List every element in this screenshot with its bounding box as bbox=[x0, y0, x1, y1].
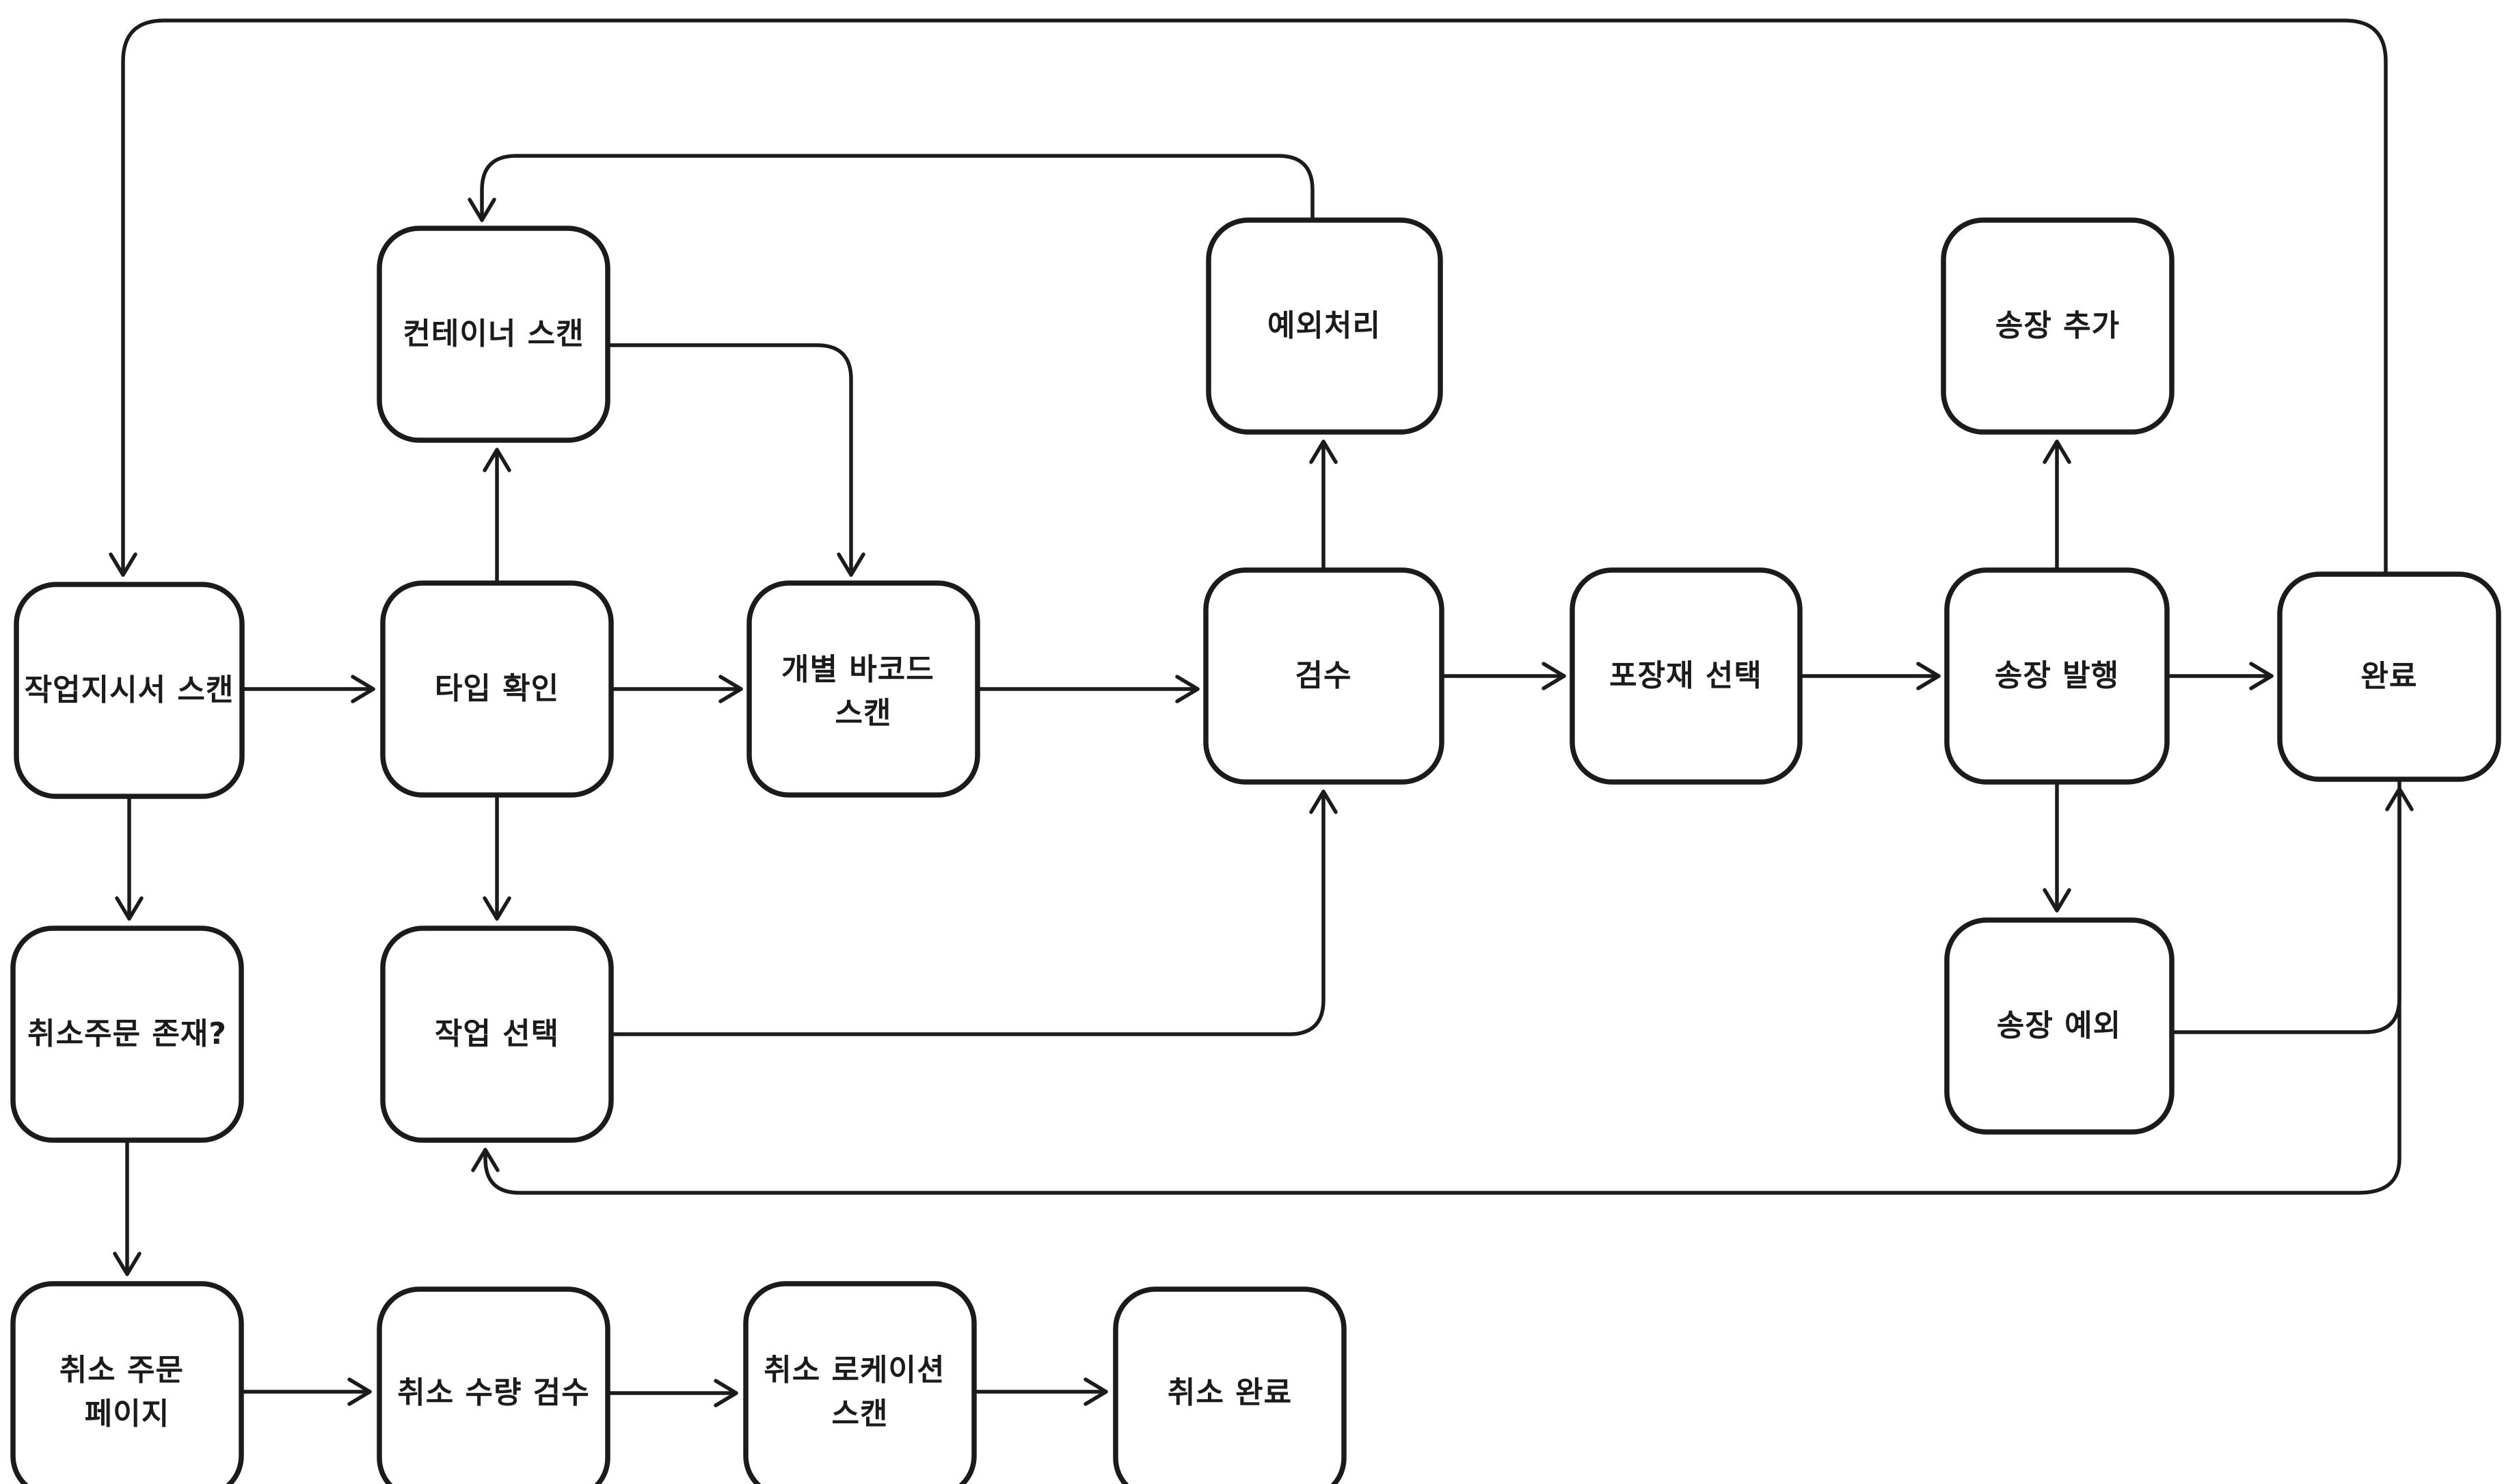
node-packaging-select-label: 포장재 선택 bbox=[1609, 658, 1762, 693]
node-type-check[interactable]: 타입 확인 bbox=[380, 580, 614, 798]
node-cancel-order-exists-box[interactable] bbox=[10, 926, 244, 1143]
node-barcode-scan[interactable]: 개별 바코드 스캔 bbox=[746, 580, 980, 798]
node-complete-label: 완료 bbox=[2361, 659, 2418, 694]
node-invoice-add-box[interactable] bbox=[1941, 217, 2175, 435]
node-cancel-order-page-label: 취소 주문 페이지 bbox=[59, 1353, 196, 1431]
edge-exception-to-container-scan bbox=[468, 154, 1315, 222]
node-work-select-label: 작업 선택 bbox=[435, 1016, 559, 1051]
node-packaging-select[interactable]: 포장재 선택 bbox=[1570, 567, 1803, 785]
node-invoice-exception-label: 송장 예외 bbox=[1997, 1008, 2121, 1043]
node-exception[interactable]: 예외처리 bbox=[1206, 217, 1443, 435]
node-cancel-complete-box[interactable] bbox=[1113, 1286, 1347, 1484]
node-barcode-scan-label: 개별 바코드 스캔 bbox=[781, 652, 945, 731]
node-work-select[interactable]: 작업 선택 bbox=[380, 926, 614, 1143]
edges-layer bbox=[109, 18, 2414, 1407]
node-invoice-exception-box[interactable] bbox=[1944, 917, 2175, 1135]
node-cancel-location-scan-label-line2: 스캔 bbox=[832, 1397, 889, 1431]
node-cancel-location-scan-label: 취소 로케이션 스캔 bbox=[764, 1353, 956, 1431]
node-packaging-select-box[interactable] bbox=[1570, 567, 1803, 785]
node-cancel-qty-inspection[interactable]: 취소 수량 검수 bbox=[377, 1286, 610, 1484]
edge-complete-to-work-select bbox=[471, 780, 2401, 1195]
node-barcode-scan-label-line2: 스캔 bbox=[835, 696, 892, 731]
node-complete[interactable]: 완료 bbox=[2277, 571, 2501, 782]
node-inspection-box[interactable] bbox=[1203, 567, 1444, 785]
edge-container-scan-to-barcode-scan bbox=[606, 343, 865, 577]
node-cancel-order-page[interactable]: 취소 주문 페이지 bbox=[10, 1281, 244, 1484]
node-work-order-scan[interactable]: 작업지시서 스캔 bbox=[14, 582, 245, 799]
node-cancel-qty-inspection-label: 취소 수량 검수 bbox=[397, 1375, 590, 1410]
edge-work-select-to-inspection bbox=[609, 790, 1338, 1036]
node-exception-label: 예외처리 bbox=[1267, 308, 1381, 343]
node-work-select-box[interactable] bbox=[380, 926, 614, 1143]
edge-invoice-exception-to-complete bbox=[2170, 787, 2414, 1034]
node-cancel-location-scan-label-line1: 취소 로케이션 bbox=[764, 1353, 945, 1388]
node-cancel-order-exists[interactable]: 취소주문 존재? bbox=[10, 926, 244, 1143]
edge-complete-to-work-order-scan bbox=[109, 18, 2388, 577]
node-invoice-issue-box[interactable] bbox=[1944, 567, 2170, 785]
nodes-layer: 작업지시서 스캔 타입 확인 컨테이너 스캔 개별 바코드 스캔 검수 예외처리 bbox=[10, 217, 2501, 1484]
node-cancel-location-scan[interactable]: 취소 로케이션 스캔 bbox=[743, 1281, 977, 1484]
node-cancel-complete-label: 취소 완료 bbox=[1168, 1375, 1292, 1410]
node-work-order-scan-label: 작업지시서 스캔 bbox=[25, 673, 234, 707]
node-cancel-order-page-box[interactable] bbox=[10, 1281, 244, 1484]
node-cancel-order-page-label-line2: 페이지 bbox=[85, 1397, 170, 1431]
node-cancel-qty-inspection-box[interactable] bbox=[377, 1286, 610, 1484]
node-cancel-complete[interactable]: 취소 완료 bbox=[1113, 1286, 1347, 1484]
node-invoice-issue-label: 송장 발행 bbox=[1995, 658, 2119, 693]
node-container-scan-box[interactable] bbox=[377, 226, 610, 443]
node-container-scan[interactable]: 컨테이너 스캔 bbox=[377, 226, 610, 443]
node-cancel-order-exists-label: 취소주문 존재? bbox=[27, 1016, 227, 1051]
node-exception-box[interactable] bbox=[1206, 217, 1443, 435]
node-cancel-location-scan-box[interactable] bbox=[743, 1281, 977, 1484]
node-type-check-label: 타입 확인 bbox=[435, 671, 559, 706]
node-barcode-scan-label-line1: 개별 바코드 bbox=[781, 652, 934, 687]
node-invoice-issue[interactable]: 송장 발행 bbox=[1944, 567, 2170, 785]
node-invoice-add[interactable]: 송장 추가 bbox=[1941, 217, 2175, 435]
node-container-scan-label: 컨테이너 스캔 bbox=[403, 316, 584, 351]
node-barcode-scan-box[interactable] bbox=[746, 580, 980, 798]
node-inspection-label: 검수 bbox=[1295, 658, 1352, 693]
node-type-check-box[interactable] bbox=[380, 580, 614, 798]
node-complete-box[interactable] bbox=[2277, 571, 2501, 782]
node-invoice-exception[interactable]: 송장 예외 bbox=[1944, 917, 2175, 1135]
node-invoice-add-label: 송장 추가 bbox=[1995, 308, 2120, 343]
node-cancel-order-page-label-line1: 취소 주문 bbox=[59, 1353, 184, 1388]
node-work-order-scan-box[interactable] bbox=[14, 582, 245, 799]
node-inspection[interactable]: 검수 bbox=[1203, 567, 1444, 785]
